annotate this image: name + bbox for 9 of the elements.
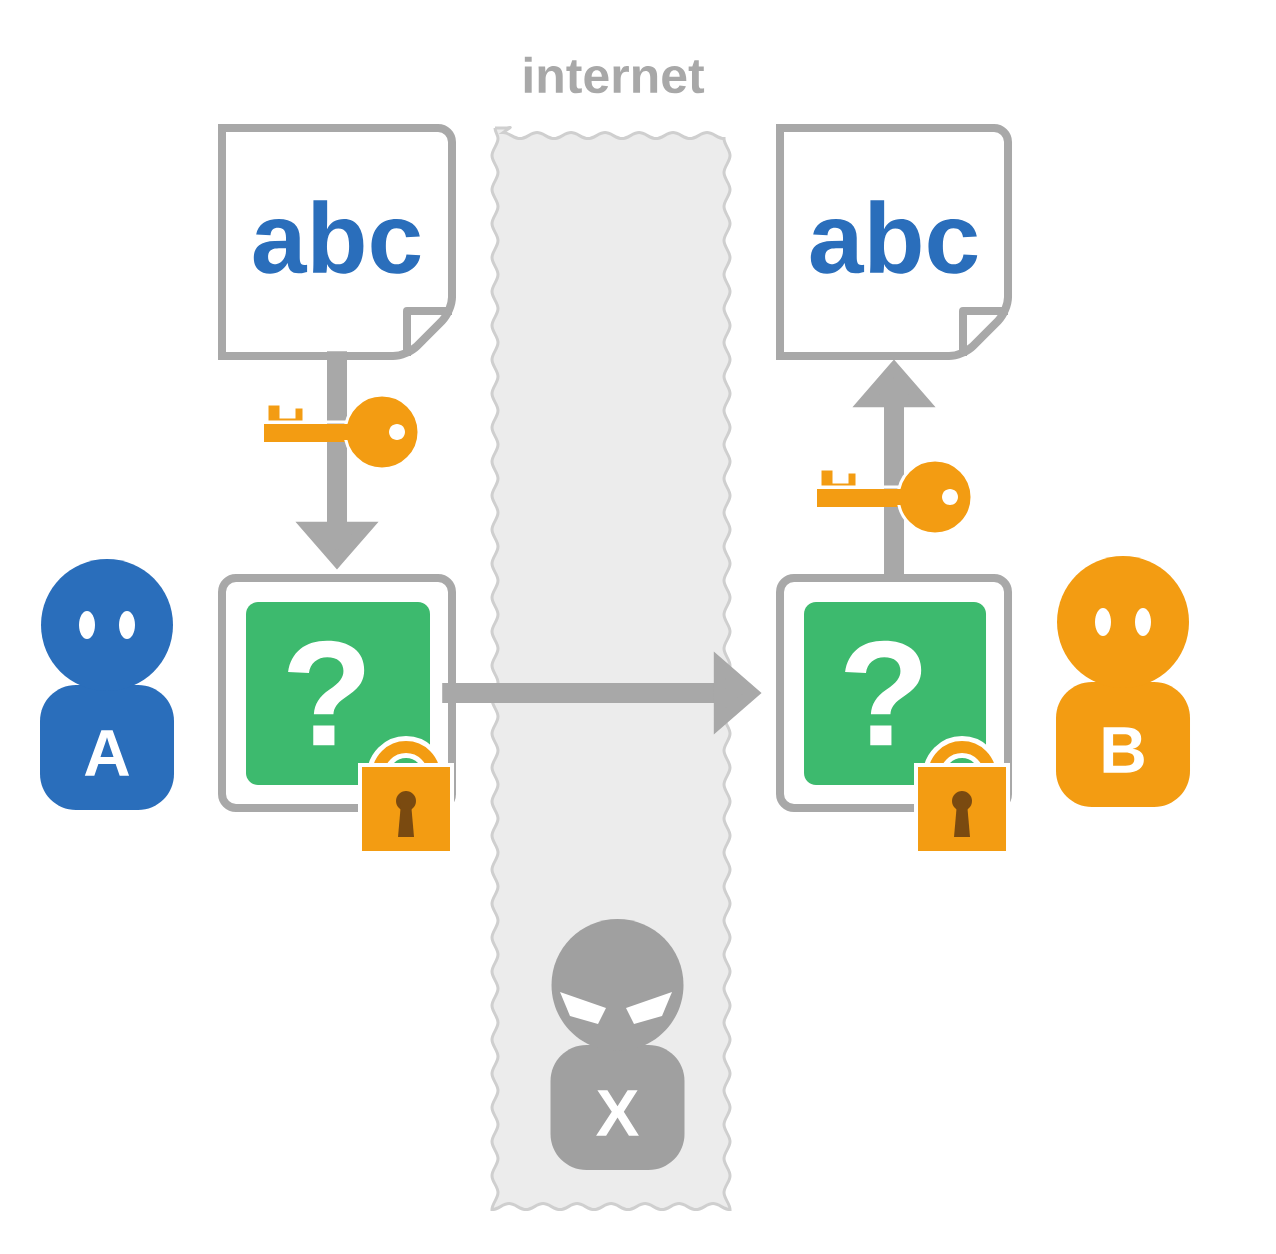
node-label: X — [596, 1090, 639, 1136]
person-figure: A — [40, 559, 174, 810]
node-label: B — [1103, 727, 1144, 773]
person-figure: B — [1056, 556, 1190, 807]
node-label: A — [84, 730, 130, 776]
heading: internet — [524, 56, 705, 94]
locked-box: ? — [218, 574, 456, 812]
person-figure: X — [550, 919, 685, 1170]
locked-box: ? — [776, 574, 1012, 812]
